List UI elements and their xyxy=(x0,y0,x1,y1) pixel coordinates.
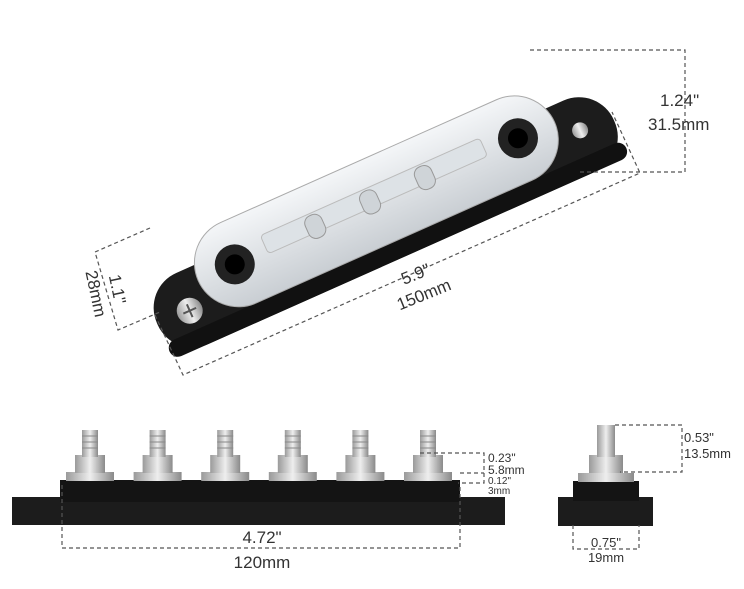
side-width-in-label: 0.75" xyxy=(591,535,621,550)
side-stud-height-mm-label: 13.5mm xyxy=(684,446,731,461)
busbar-perspective-view xyxy=(153,95,628,357)
span-mm-label: 120mm xyxy=(234,553,291,572)
side-width-mm-label: 19mm xyxy=(588,550,624,565)
terminal-stud xyxy=(66,430,114,481)
stud-height-in-label: 0.23" xyxy=(488,451,516,465)
span-in-label: 4.72" xyxy=(242,528,281,547)
stud-height-mm-label: 5.8mm xyxy=(488,463,525,477)
busbar-front-view xyxy=(12,430,505,525)
terminal-stud xyxy=(133,430,182,481)
height-mm-label: 31.5mm xyxy=(648,115,709,134)
terminal-stud xyxy=(404,430,452,481)
stud-height-dimension-line xyxy=(420,452,485,484)
span-dimension-line xyxy=(61,485,461,549)
busbar-side-view xyxy=(558,425,653,526)
terminal-stud xyxy=(336,430,385,481)
side-stud-height-in-label: 0.53" xyxy=(684,430,714,445)
width-dimension-line xyxy=(94,227,161,331)
height-dimension-line xyxy=(530,49,686,173)
nut-height-mm-label: 3mm xyxy=(488,486,510,497)
terminal-stud xyxy=(597,425,615,457)
terminal-stud xyxy=(201,430,250,481)
nut-height-in-label: 0.12" xyxy=(488,476,511,487)
mount-screw-icon xyxy=(572,122,589,139)
height-in-label: 1.24" xyxy=(660,91,699,110)
side-stud-dimension-line xyxy=(615,424,683,473)
length-dimension-line xyxy=(154,111,641,376)
terminal-stud xyxy=(268,430,317,481)
side-width-dimension-line xyxy=(572,525,640,550)
width-in-label: 1.1" xyxy=(105,273,130,306)
